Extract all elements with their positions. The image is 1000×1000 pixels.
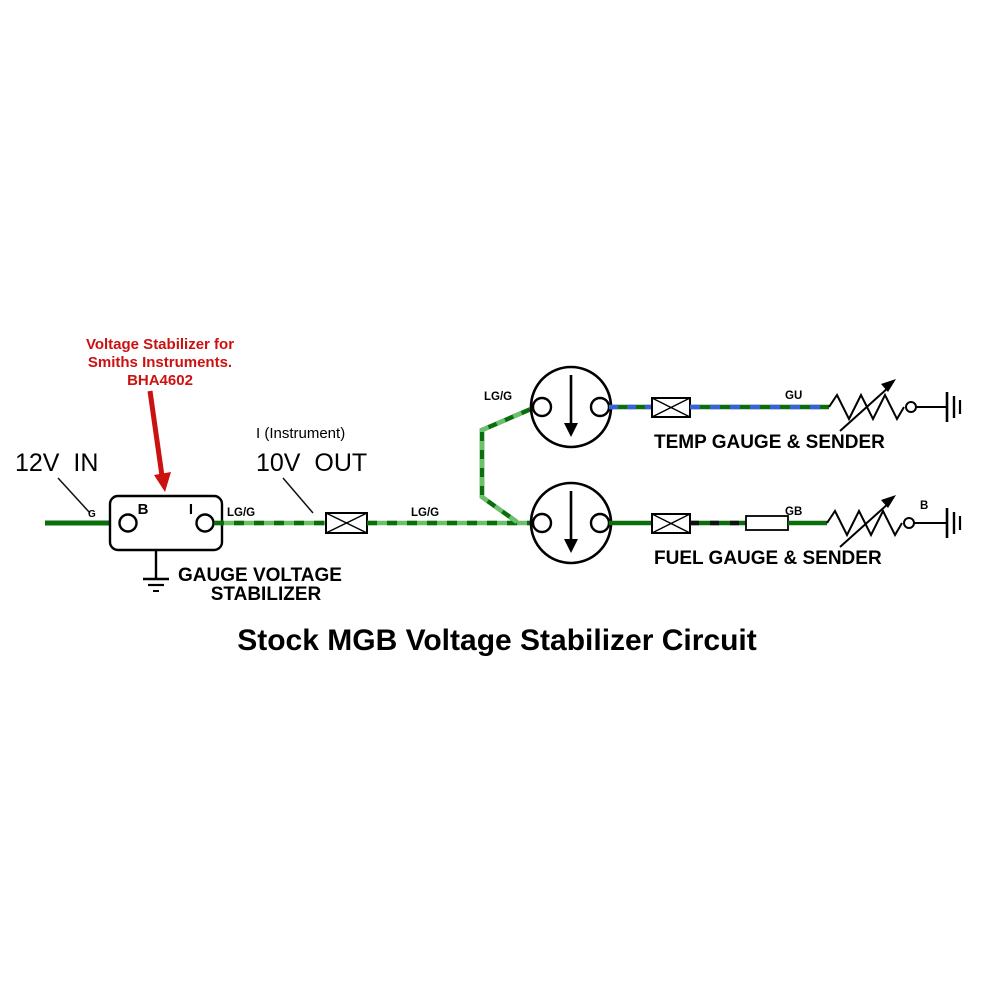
stabilizer-terminal-i-circle xyxy=(195,513,215,533)
temp-sender-arrow-head xyxy=(881,379,896,392)
inline-connector-box xyxy=(745,515,789,531)
wire-gu-label: GU xyxy=(785,390,802,402)
connector-3-cross-b xyxy=(651,513,691,534)
connector-1-cross-b xyxy=(325,512,368,534)
input-voltage-label: 12V IN xyxy=(15,449,98,477)
wire-lgg-label-1: LG/G xyxy=(227,507,255,519)
fuel-sender-rheostat xyxy=(826,508,903,538)
stabilizer-caption-line-1: GAUGE VOLTAGE xyxy=(178,565,342,586)
annotation-line-3: BHA4602 xyxy=(127,372,193,389)
fuel-caption: FUEL GAUGE & SENDER xyxy=(654,548,882,569)
wire-b-label: B xyxy=(920,500,928,512)
instrument-note: I (Instrument) xyxy=(256,425,345,442)
input-pointer-line xyxy=(57,477,91,514)
connector-2-cross-b xyxy=(651,397,691,418)
terminal-i-label: I xyxy=(189,501,193,518)
fuel-gauge-left-terminal xyxy=(531,512,553,534)
red-arrow-shaft xyxy=(147,390,165,477)
fuel-sender-arrow-head xyxy=(881,495,896,508)
fuel-gauge-right-terminal xyxy=(589,512,611,534)
temp-gauge-left-terminal xyxy=(531,396,553,418)
wire-branch-trace xyxy=(479,406,532,524)
wire-lgg-label-3: LG/G xyxy=(484,391,512,403)
annotation-line-1: Voltage Stabilizer for xyxy=(86,336,234,353)
wire-branch-base xyxy=(479,406,532,524)
wire-g-label: G xyxy=(88,509,96,520)
temp-needle-head xyxy=(564,423,578,437)
fuel-sender-terminal xyxy=(903,517,915,529)
diagram-title: Stock MGB Voltage Stabilizer Circuit xyxy=(237,624,757,657)
temp-sender-terminal xyxy=(905,401,917,413)
temp-caption: TEMP GAUGE & SENDER xyxy=(654,432,885,453)
stabilizer-caption-line-2: STABILIZER xyxy=(211,584,322,605)
red-arrow-head xyxy=(154,472,171,492)
terminal-b-label: B xyxy=(138,501,149,518)
temp-gauge-right-terminal xyxy=(589,396,611,418)
temp-sender-arrow-shaft xyxy=(839,386,890,432)
fuel-needle-head xyxy=(564,539,578,553)
stabilizer-terminal-b-circle xyxy=(118,513,138,533)
wire-gb-label: GB xyxy=(785,506,802,518)
output-voltage-label: 10V OUT xyxy=(256,449,367,477)
annotation-line-2: Smiths Instruments. xyxy=(88,354,232,371)
output-pointer-line xyxy=(282,477,314,514)
wire-lgg-label-2: LG/G xyxy=(411,507,439,519)
fuel-sender-arrow-shaft xyxy=(839,502,890,548)
